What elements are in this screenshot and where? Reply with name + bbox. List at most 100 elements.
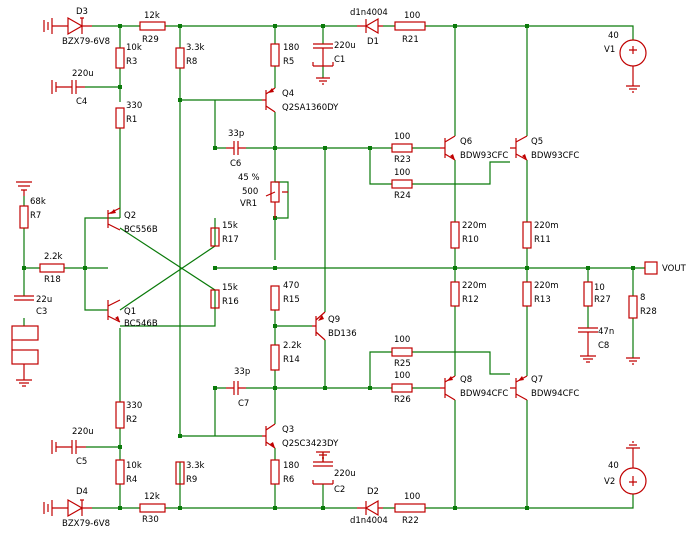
c4-ref: C4: [76, 97, 87, 107]
q1-value: BC546B: [124, 319, 158, 329]
r10-ref: R10: [462, 235, 479, 245]
transistor-q4: Q4 Q2SA1360DY: [262, 87, 339, 113]
d2-ref: D2: [367, 487, 379, 497]
resistor-r16: 15k R16: [210, 283, 239, 309]
r1-value: 330: [126, 101, 142, 111]
c2-ref: C2: [334, 485, 345, 495]
transistor-q9: Q9 BD136: [312, 311, 357, 341]
v2-ref: V2: [604, 477, 615, 487]
resistor-r11: 220m R11: [522, 221, 559, 249]
r16-ref: R16: [222, 297, 239, 307]
q5-ref: Q5: [531, 137, 543, 147]
r1-ref: R1: [126, 115, 137, 125]
q2-value: BC556B: [124, 225, 158, 235]
c6-ref: C6: [230, 159, 241, 169]
r8-ref: R8: [186, 57, 197, 67]
capacitor-c7: 33p C7: [226, 367, 250, 409]
r3-value: 10k: [126, 43, 142, 53]
transistor-q8: Q8 BDW94CFC: [440, 375, 508, 401]
resistor-r2: 330 R2: [115, 401, 142, 429]
r26-ref: R26: [394, 395, 411, 405]
q4-value: Q2SA1360DY: [282, 103, 339, 113]
voltage-source-v1: 40 V1: [604, 31, 647, 93]
resistor-r21: 100 R21: [394, 11, 426, 45]
r15-ref: R15: [283, 295, 300, 305]
junction-dots: [22, 24, 635, 510]
c7-value: 33p: [234, 367, 250, 377]
c1-ref: C1: [334, 55, 345, 65]
resistor-r7: 68k R7: [16, 181, 46, 229]
c5-ref: C5: [76, 457, 87, 467]
q9-ref: Q9: [328, 315, 340, 325]
transistor-q2: Q2 BC556B: [107, 207, 158, 235]
r7-value: 68k: [30, 197, 46, 207]
wires: [23, 25, 645, 509]
c8-value: 47n: [598, 327, 614, 337]
resistor-r26: 100 R26: [391, 371, 413, 405]
d2-value: d1n4004: [350, 516, 388, 526]
vr1-ref: VR1: [240, 199, 257, 209]
r16-value: 15k: [222, 283, 238, 293]
r23-value: 100: [394, 132, 410, 142]
q3-value: Q2SC3423DY: [282, 439, 339, 449]
vr1-setting: 45 %: [238, 173, 260, 183]
voltage-source-v2: 40 V2: [604, 441, 647, 495]
resistor-r23: 100 R23: [391, 132, 413, 165]
r18-value: 2.2k: [44, 252, 63, 262]
output-terminal: VOUT: [644, 261, 687, 275]
c3-value: 22u: [36, 295, 52, 305]
r5-value: 180: [283, 43, 299, 53]
capacitor-c3: 22u C3: [14, 295, 52, 317]
r22-ref: R22: [402, 516, 419, 526]
q7-ref: Q7: [531, 375, 543, 385]
r27-ref: R27: [594, 295, 611, 305]
r29-value: 12k: [144, 11, 160, 21]
r12-value: 220m: [462, 281, 487, 291]
r27-value: 10: [594, 283, 605, 293]
transistor-q6: Q6 BDW93CFC: [440, 135, 508, 161]
resistor-r4: 10k R4: [115, 459, 142, 485]
r13-ref: R13: [534, 295, 551, 305]
r26-value: 100: [394, 371, 410, 381]
d1-value: d1n4004: [350, 8, 388, 18]
r29-ref: R29: [142, 35, 159, 45]
r22-value: 100: [404, 492, 420, 502]
resistor-r24: 100 R24: [391, 168, 413, 201]
r17-value: 15k: [222, 221, 238, 231]
r14-ref: R14: [283, 355, 300, 365]
r30-ref: R30: [142, 515, 159, 525]
r6-ref: R6: [283, 475, 294, 485]
r4-ref: R4: [126, 475, 137, 485]
resistor-r3: 10k R3: [115, 43, 142, 69]
input-source: [11, 325, 39, 387]
c4-value: 220u: [72, 69, 94, 79]
resistor-r12: 220m R12: [450, 281, 487, 307]
q7-value: BDW94CFC: [531, 389, 579, 399]
resistor-r15: 470 R15: [270, 281, 300, 311]
r21-value: 100: [404, 11, 420, 21]
resistor-r30: 12k R30: [139, 492, 166, 525]
q4-ref: Q4: [282, 89, 294, 99]
r14-value: 2.2k: [283, 341, 302, 351]
d1-ref: D1: [367, 37, 379, 47]
r18-ref: R18: [44, 275, 61, 285]
resistor-r28: 8 R28: [626, 293, 657, 365]
resistor-r14: 2.2k R14: [270, 341, 302, 371]
r28-value: 8: [640, 293, 645, 303]
v1-value: 40: [608, 31, 619, 41]
v2-value: 40: [608, 461, 619, 471]
r3-ref: R3: [126, 57, 137, 67]
diode-d2: D2 d1n4004: [350, 487, 388, 526]
q2-ref: Q2: [124, 211, 136, 221]
resistor-r6: 180 R6: [270, 459, 299, 485]
r30-value: 12k: [144, 492, 160, 502]
resistor-r8: 3.3k R8: [175, 43, 205, 69]
r10-value: 220m: [462, 221, 487, 231]
r12-ref: R12: [462, 295, 479, 305]
r25-value: 100: [394, 335, 410, 345]
resistor-r9: 3.3k R9: [175, 461, 205, 485]
r17-ref: R17: [222, 235, 239, 245]
r25-ref: R25: [394, 359, 411, 369]
r13-value: 220m: [534, 281, 559, 291]
